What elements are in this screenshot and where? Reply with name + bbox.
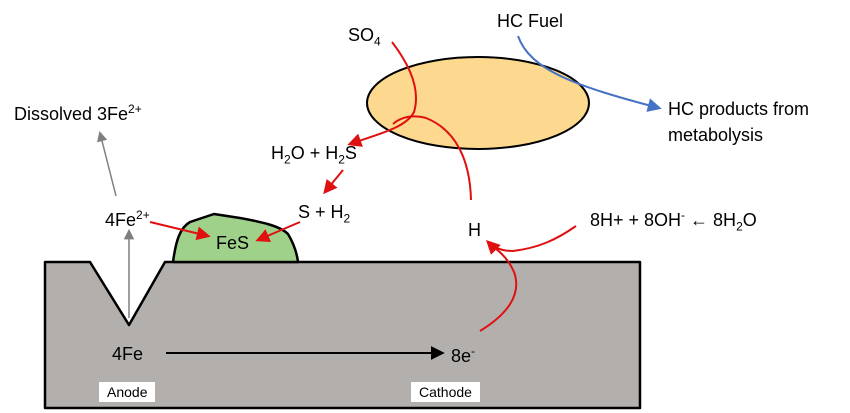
iron-label: 4Fe <box>112 344 144 364</box>
s-to-fes-arrow <box>255 221 301 243</box>
h-to-bacterium-arrow <box>392 115 472 201</box>
hc-products-label-line2: metabolysis <box>668 125 764 145</box>
cathode-label: Cathode <box>411 382 480 402</box>
electrons-label: 8e- <box>451 344 476 366</box>
fe2-to-fes-arrow <box>149 221 211 241</box>
h2o-h2s-label: H2O + H2S <box>271 143 357 167</box>
fes-deposit <box>171 212 300 264</box>
hc-products-label-line1: HC products from <box>668 99 810 119</box>
hydrogen-label: H <box>468 220 481 240</box>
fes-label: FeS <box>216 233 250 253</box>
electrons-to-h-arrow <box>479 245 518 332</box>
so4-to-h2s-arrow <box>347 41 417 147</box>
water-to-h-arrow <box>486 225 577 255</box>
water-reaction-label: 8H+ + 8OH- ← 8H2O <box>590 208 757 234</box>
anode-label: Anode <box>99 382 156 402</box>
so4-label: SO4 <box>348 25 381 49</box>
bacterium-cell <box>366 56 590 150</box>
h2s-to-s-arrow <box>323 169 344 195</box>
fe2-label: 4Fe2+ <box>105 208 150 230</box>
s-h2-label: S + H2 <box>298 202 351 226</box>
hc-fuel-label: HC Fuel <box>497 11 564 31</box>
metal-substrate <box>43 260 642 410</box>
hc-fuel-arrow <box>517 35 662 112</box>
dissolved-fe-label: Dissolved 3Fe2+ <box>14 102 142 124</box>
fe2-to-dissolved-arrow <box>96 130 117 197</box>
